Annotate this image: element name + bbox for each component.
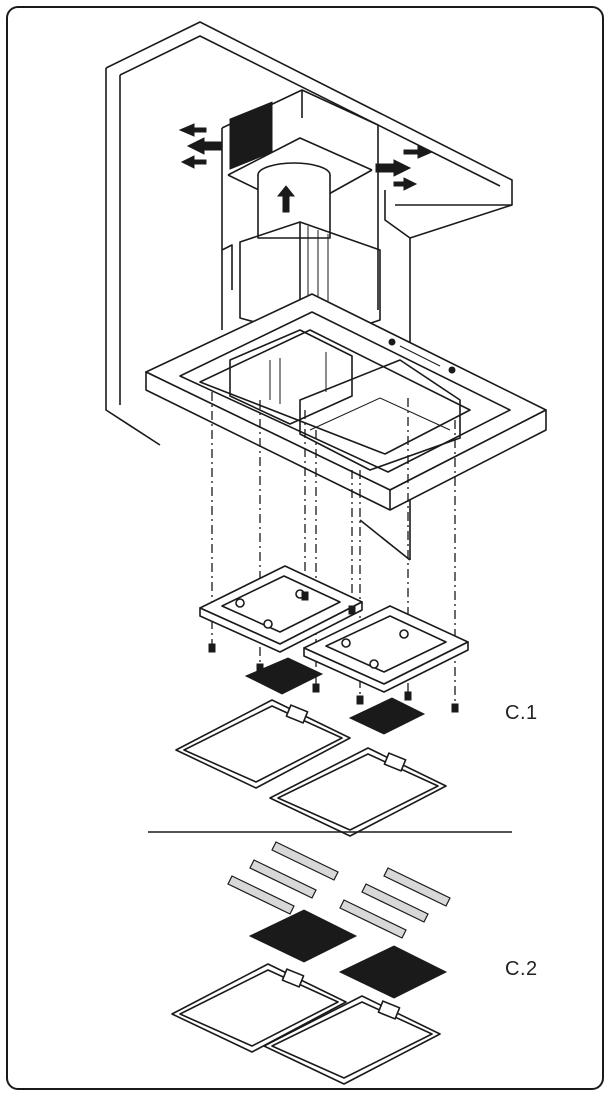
- motor-unit: [221, 162, 381, 341]
- filter-frame-right: [303, 605, 469, 693]
- wall-ceiling: [105, 21, 513, 561]
- filter-clips-c2: [227, 841, 451, 939]
- charcoal-filter-pads-c2: [248, 909, 448, 999]
- screws: [208, 591, 459, 713]
- airflow-arrows: [178, 123, 434, 213]
- charcoal-filter-pads-c1: [244, 657, 426, 735]
- figure-label-c2: C.2: [505, 958, 538, 980]
- grease-filters-c1: [175, 699, 447, 837]
- vent-grille: [229, 101, 273, 170]
- figure-label-c1: C.1: [505, 702, 538, 724]
- hood-canopy: [145, 293, 547, 511]
- grease-filters-c2: [171, 963, 441, 1085]
- chimney-housing: [221, 89, 379, 330]
